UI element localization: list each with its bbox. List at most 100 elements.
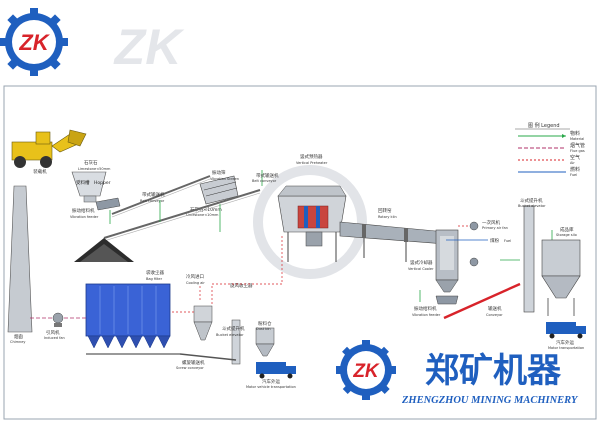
svg-text:Rotary kiln: Rotary kiln (378, 215, 397, 219)
svg-text:斗式提升机: 斗式提升机 (222, 325, 245, 332)
svg-text:带式输送机: 带式输送机 (142, 191, 165, 198)
svg-text:袋收尘器: 袋收尘器 (146, 269, 164, 276)
svg-text:Material: Material (570, 137, 584, 141)
vibration-feeder-icon (95, 197, 121, 211)
svg-text:输送机: 输送机 (488, 305, 502, 312)
svg-text:Motor transportation: Motor transportation (548, 346, 584, 350)
svg-text:粉料仓: 粉料仓 (258, 320, 272, 327)
svg-text:Vibration feeder: Vibration feeder (70, 215, 99, 219)
bucket-elevator-icon (523, 205, 535, 313)
svg-text:物料: 物料 (570, 130, 580, 137)
svg-text:斗式提升机: 斗式提升机 (520, 197, 543, 204)
stockpile-icon (74, 238, 134, 262)
legend: 图 例 Legend 物料 Material 烟气管 Flue gas 空气 A… (515, 122, 585, 177)
svg-text:汽车外运: 汽车外运 (556, 339, 574, 346)
cyclone-icon (193, 305, 213, 341)
svg-text:冷风进口: 冷风进口 (186, 273, 204, 280)
svg-text:Dust bin: Dust bin (256, 327, 271, 331)
logo-letters: ZK (18, 30, 50, 55)
screw-conveyor (179, 353, 237, 361)
svg-text:振动筛: 振动筛 (212, 169, 226, 176)
svg-text:Flue gas: Flue gas (570, 149, 585, 153)
svg-text:竖式冷却器: 竖式冷却器 (410, 259, 433, 266)
svg-text:烟气管: 烟气管 (570, 142, 585, 149)
svg-text:汽车外运: 汽车外运 (262, 378, 280, 385)
flue-gas-path (170, 236, 283, 313)
legend-item-material: 物料 Material (518, 130, 584, 141)
svg-text:Bucket elevator: Bucket elevator (216, 333, 244, 337)
fan-icon (469, 257, 479, 267)
svg-text:Limestone<10mm: Limestone<10mm (186, 213, 219, 217)
svg-text:Primary air fan: Primary air fan (482, 226, 508, 230)
diagram-frame (3, 85, 597, 420)
english-brand-name: ZHENGZHOU MINING MACHINERY (401, 395, 579, 406)
vertical-preheater-icon (277, 185, 347, 262)
legend-item-air: 空气 Air (518, 154, 580, 165)
svg-text:Bag filter: Bag filter (146, 277, 163, 281)
watermark-gear-icon (253, 165, 367, 279)
svg-text:Fuel: Fuel (570, 173, 577, 177)
induced-fan-icon (52, 312, 64, 327)
svg-text:振动给料机: 振动给料机 (414, 305, 437, 312)
bottom-logo-letters: ZK (352, 361, 380, 382)
truck-2-icon (256, 362, 296, 379)
svg-text:Motor vehicle transportation: Motor vehicle transportation (246, 385, 296, 389)
svg-text:回转窑: 回转窑 (378, 207, 392, 214)
belt-conveyor-1 (111, 175, 211, 218)
gear-icon (0, 8, 68, 76)
bag-filter-icon (85, 283, 180, 355)
svg-text:煤粉: 煤粉 (490, 237, 499, 244)
hopper-icon (71, 171, 107, 203)
bottom-brand: ZK 郑矿机器 ZHENGZHOU MINING MACHINERY (336, 340, 579, 406)
chimney-icon (7, 185, 33, 333)
svg-text:Vibration Screen: Vibration Screen (210, 177, 239, 181)
svg-text:Belt conveyor: Belt conveyor (252, 179, 277, 183)
belt-conveyor-2 (103, 189, 261, 242)
vertical-cooler-icon (435, 229, 459, 293)
svg-text:Conveyor: Conveyor (486, 313, 503, 317)
svg-text:Storage silo: Storage silo (556, 233, 577, 237)
svg-text:Vertical Preheater: Vertical Preheater (296, 161, 328, 165)
svg-text:Vertical Cooler: Vertical Cooler (408, 267, 434, 271)
storage-silo-icon (541, 239, 581, 316)
svg-text:Cooling air: Cooling air (186, 281, 205, 285)
svg-text:Hopper: Hopper (94, 180, 111, 186)
legend-item-fuel: 燃料 Fuel (518, 166, 580, 177)
svg-text:旋风收尘器: 旋风收尘器 (230, 282, 253, 289)
svg-text:石灰石: 石灰石 (84, 159, 98, 166)
svg-text:Vibration feeder: Vibration feeder (412, 313, 441, 317)
gear-icon-bottom (336, 340, 396, 400)
svg-text:烟囱: 烟囱 (14, 333, 23, 340)
svg-text:竖式预热器: 竖式预热器 (300, 153, 323, 160)
svg-text:Belt conveyor: Belt conveyor (140, 199, 165, 203)
svg-text:Chimney: Chimney (10, 340, 26, 344)
svg-text:Fuel: Fuel (504, 239, 511, 243)
svg-text:空气: 空气 (570, 154, 580, 161)
svg-text:装载机: 装载机 (33, 168, 47, 175)
wheel-loader-icon (11, 129, 87, 168)
truck-icon (546, 322, 586, 339)
dust-bin-icon (255, 327, 275, 357)
svg-text:螺旋输送机: 螺旋输送机 (182, 359, 205, 366)
svg-text:Limestone<50mm: Limestone<50mm (78, 167, 111, 171)
brand-logo: ZK (0, 8, 68, 76)
svg-text:燃料: 燃料 (570, 166, 580, 173)
svg-text:引风机: 引风机 (46, 329, 60, 336)
chinese-brand-name: 郑矿机器 (425, 351, 562, 391)
primary-fan-icon (469, 221, 479, 231)
svg-text:受料槽: 受料槽 (76, 179, 90, 186)
vibration-feeder-2-icon (435, 295, 459, 305)
legend-title: 图 例 Legend (528, 122, 560, 129)
svg-text:带式输送机: 带式输送机 (256, 172, 279, 179)
material-flow-lines (109, 170, 553, 302)
svg-text:Induced fan: Induced fan (44, 336, 65, 340)
svg-text:一次风机: 一次风机 (482, 219, 500, 226)
svg-text:成品库: 成品库 (560, 226, 574, 233)
legend-item-flue: 烟气管 Flue gas (518, 142, 585, 153)
watermark-letters: ZK (113, 19, 186, 75)
svg-text:振动给料机: 振动给料机 (72, 207, 95, 214)
conveyor-red (443, 282, 521, 320)
svg-text:Air: Air (570, 161, 575, 165)
svg-text:Screw conveyor: Screw conveyor (176, 366, 204, 370)
